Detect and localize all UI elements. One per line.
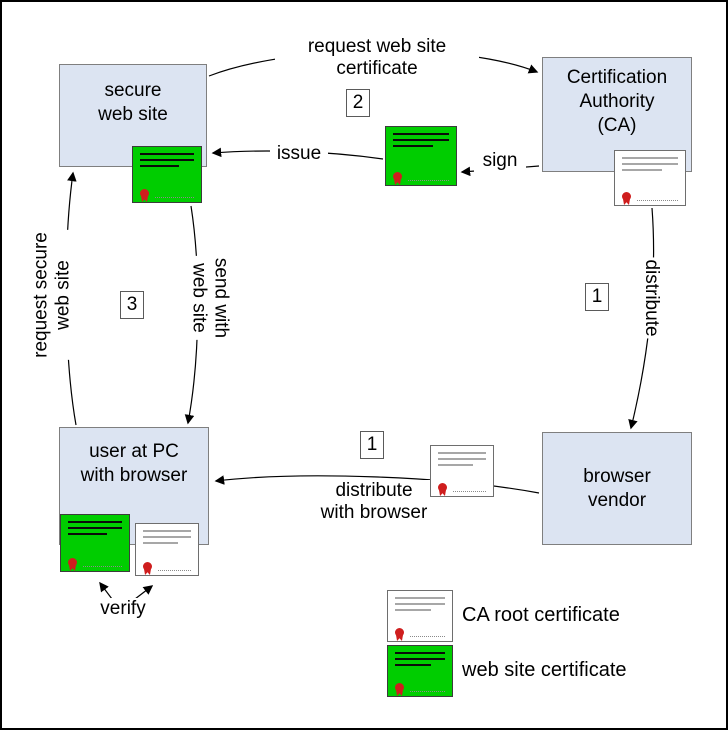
signature-line <box>410 628 445 637</box>
cert-line <box>143 530 191 532</box>
web-site-certificate-icon <box>385 126 457 186</box>
seal-icon <box>68 558 77 567</box>
signature-line <box>453 483 486 492</box>
edge-label-send-with-web-site: send with web site <box>186 255 232 341</box>
seal-icon <box>393 172 402 181</box>
signature-line <box>83 558 122 567</box>
cert-line <box>622 163 678 165</box>
legend-label-web-site-certificate: web site certificate <box>462 659 627 682</box>
cert-line <box>143 536 191 538</box>
cert-line <box>68 527 122 529</box>
cert-line <box>438 464 473 466</box>
signature-line <box>637 192 678 201</box>
node-browser-vendor: browser vendor <box>542 432 692 545</box>
cert-line <box>438 458 486 460</box>
step-badge-1-distribute: 1 <box>585 283 609 311</box>
cert-line <box>622 169 663 171</box>
seal-icon <box>395 683 404 692</box>
legend-web-site-certificate-icon <box>387 645 453 697</box>
node-browser-vendor-label: browser vendor <box>583 465 651 511</box>
edge-label-distribute: distribute <box>639 257 663 339</box>
cert-line <box>395 597 445 599</box>
cert-line <box>395 652 445 654</box>
cert-line <box>140 165 179 167</box>
cert-line <box>395 609 431 611</box>
cert-line <box>68 521 122 523</box>
edge-label-request-secure-web-site: request secure web site <box>30 230 76 360</box>
legend-label-ca-root-certificate: CA root certificate <box>462 604 620 627</box>
cert-line <box>622 157 678 159</box>
edge-label-sign: sign <box>474 150 526 173</box>
seal-icon <box>438 483 447 492</box>
cert-line <box>395 603 445 605</box>
node-certification-authority-label: Certification Authority (CA) <box>566 67 668 136</box>
signature-line <box>158 562 191 571</box>
seal-icon <box>395 628 404 637</box>
ca-root-certificate-icon <box>614 150 686 206</box>
edge-label-distribute-with-browser: distribute with browser <box>302 480 446 525</box>
cert-line <box>395 658 445 660</box>
signature-line <box>408 172 449 181</box>
edge-label-request-web-site-certificate: request web site certificate <box>275 36 479 81</box>
signature-line <box>155 189 194 198</box>
ca-root-certificate-icon <box>430 445 494 497</box>
edge-label-verify: verify <box>89 598 157 621</box>
step-badge-1-browser: 1 <box>360 431 384 459</box>
cert-line <box>68 533 107 535</box>
legend-ca-root-certificate-icon <box>387 590 453 642</box>
cert-line <box>393 133 449 135</box>
seal-icon <box>143 562 152 571</box>
web-site-certificate-icon <box>132 146 202 203</box>
cert-line <box>438 452 486 454</box>
cert-line <box>395 664 431 666</box>
edge-label-issue: issue <box>270 143 328 166</box>
node-user-at-pc-label: user at PC with browser <box>80 441 188 486</box>
step-badge-2: 2 <box>346 89 370 117</box>
cert-line <box>140 159 194 161</box>
cert-line <box>393 145 434 147</box>
cert-line <box>143 542 178 544</box>
node-secure-web-site-label: secure web site <box>98 80 168 125</box>
step-badge-3: 3 <box>120 291 144 319</box>
seal-icon <box>622 192 631 201</box>
ca-root-certificate-icon <box>135 523 199 576</box>
web-site-certificate-icon <box>60 514 130 572</box>
cert-line <box>393 139 449 141</box>
cert-line <box>140 153 194 155</box>
seal-icon <box>140 189 149 198</box>
arrow-verify-left <box>99 581 113 600</box>
signature-line <box>410 683 445 692</box>
